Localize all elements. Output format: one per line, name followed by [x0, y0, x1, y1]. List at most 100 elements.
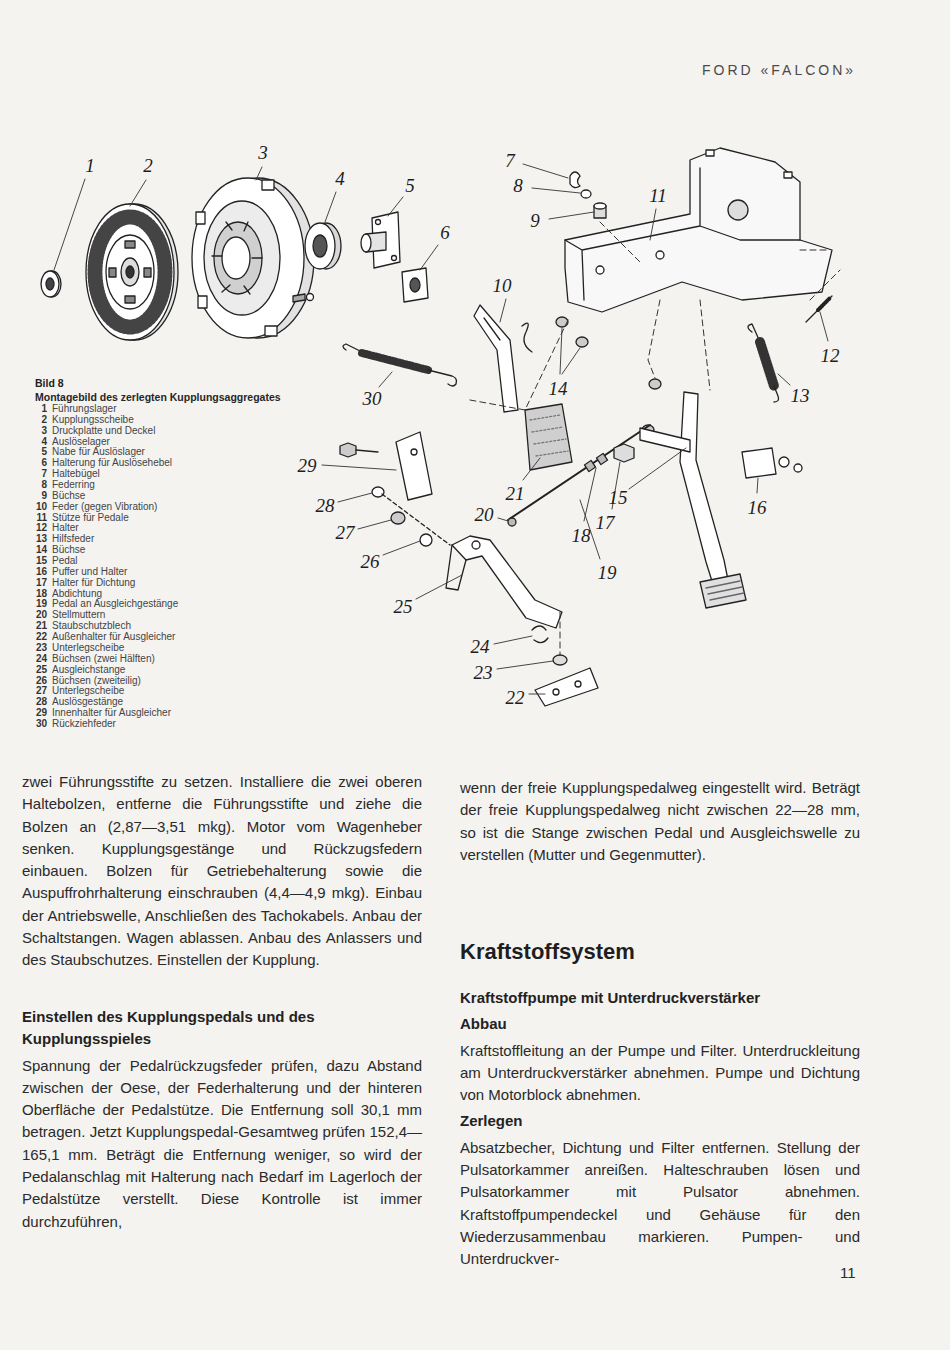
legend-text: Puffer und Halter — [52, 566, 127, 577]
callout-number: 5 — [405, 176, 415, 195]
legend-text: Nabe für Auslöslager — [52, 446, 145, 457]
legend-text: Außenhalter für Ausgleicher — [52, 631, 175, 642]
linkage-parts — [340, 432, 450, 546]
legend-text: Halterung für Auslösehebel — [52, 457, 172, 468]
legend-text: Federring — [52, 479, 95, 490]
legend-number: 1 — [33, 403, 47, 414]
legend-number: 8 — [33, 479, 47, 490]
legend-number: 9 — [33, 490, 47, 501]
legend-number: 21 — [33, 620, 47, 631]
page-number: 11 — [840, 1262, 870, 1284]
legend-text: Büchse — [52, 490, 85, 501]
figure-caption: Montagebild des zerlegten Kupplungsaggre… — [35, 391, 281, 404]
legend-text: Unterlegscheibe — [52, 685, 124, 696]
seal-holder — [614, 444, 634, 462]
callout-number: 19 — [598, 563, 617, 582]
legend-number: 7 — [33, 468, 47, 479]
body-text: Absatzbecher, Dichtung und Filter entfer… — [460, 1137, 860, 1271]
legend-text: Auslösgestänge — [52, 696, 123, 707]
callout-number: 7 — [505, 151, 515, 170]
legend-number: 2 — [33, 414, 47, 425]
return-spring — [343, 344, 457, 386]
pedal-support — [565, 148, 832, 312]
legend-text: Druckplatte und Deckel — [52, 425, 155, 436]
legend-text: Pedal an Ausgleichgestänge — [52, 598, 178, 609]
legend-number: 17 — [33, 577, 47, 588]
legend-number: 28 — [33, 696, 47, 707]
figure-number: Bild 8 — [35, 377, 155, 390]
equalizer-bar — [446, 536, 562, 628]
clutch-disc — [86, 204, 178, 340]
callout-number: 11 — [649, 186, 667, 205]
legend-text: Ausgleichstange — [52, 664, 125, 675]
legend-number: 3 — [33, 425, 47, 436]
subsection-heading: Zerlegen — [460, 1110, 860, 1132]
callout-number: 20 — [475, 505, 494, 524]
callout-number: 15 — [609, 488, 628, 507]
bearing-hub — [361, 212, 400, 268]
callout-number: 26 — [361, 552, 380, 571]
legend-text: Innenhalter für Ausgleicher — [52, 707, 171, 718]
legend-number: 22 — [33, 631, 47, 642]
callout-number: 9 — [530, 211, 540, 230]
bushings — [556, 317, 661, 435]
legend-text: Stellmuttern — [52, 609, 105, 620]
body-text: zwei Führungsstifte zu setzen. Installie… — [22, 771, 422, 972]
pressure-plate — [192, 178, 314, 338]
legend-number: 29 — [33, 707, 47, 718]
legend-text: Büchsen (zweiteilig) — [52, 675, 141, 686]
callout-number: 2 — [143, 156, 153, 175]
callout-number: 22 — [506, 688, 525, 707]
legend-number: 27 — [33, 685, 47, 696]
buffer-holder — [742, 448, 802, 478]
legend-text: Feder (gegen Vibration) — [52, 501, 157, 512]
callout-number: 23 — [474, 663, 493, 682]
body-text: wenn der freie Kupplungspedalweg eingest… — [460, 777, 860, 866]
callout-number: 14 — [549, 379, 568, 398]
legend-text: Halter — [52, 522, 79, 533]
legend-number: 14 — [33, 544, 47, 555]
callout-number: 16 — [748, 498, 767, 517]
subsection-heading: Kraftstoffpumpe mit Unterdruckverstärker — [460, 987, 860, 1009]
legend-text: Haltebügel — [52, 468, 100, 479]
legend-text: Führungslager — [52, 403, 116, 414]
callout-number: 24 — [471, 637, 490, 656]
legend-number: 30 — [33, 718, 47, 729]
callout-number: 30 — [363, 389, 382, 408]
legend-text: Pedal — [52, 555, 78, 566]
callout-number: 10 — [493, 276, 512, 295]
pilot-bearing — [41, 271, 61, 297]
legend-text: Auslöselager — [52, 436, 110, 447]
callout-number: 12 — [821, 346, 840, 365]
callout-number: 17 — [596, 513, 615, 532]
callout-number: 1 — [85, 156, 95, 175]
legend-text: Kupplungsscheibe — [52, 414, 134, 425]
callout-number: 8 — [513, 176, 523, 195]
helper-spring — [748, 324, 779, 402]
legend-text: Halter für Dichtung — [52, 577, 135, 588]
legend-text: Staubschutzblech — [52, 620, 131, 631]
callout-number: 29 — [298, 456, 317, 475]
subsection-heading: Abbau — [460, 1013, 860, 1035]
callout-number: 18 — [572, 526, 591, 545]
legend-number: 25 — [33, 664, 47, 675]
leader-lines — [54, 164, 828, 694]
legend-number: 16 — [33, 566, 47, 577]
callout-number: 3 — [258, 143, 268, 162]
release-fork — [474, 305, 532, 412]
legend-number: 10 — [33, 501, 47, 512]
legend-text: Unterlegscheibe — [52, 642, 124, 653]
legend-text: Hilfsfeder — [52, 533, 94, 544]
body-text: Kraftstoffleitung an der Pumpe und Filte… — [460, 1040, 860, 1107]
lever-bracket — [402, 268, 428, 302]
legend-number: 26 — [33, 675, 47, 686]
legend-number: 23 — [33, 642, 47, 653]
callout-number: 4 — [335, 169, 345, 188]
legend-number: 19 — [33, 598, 47, 609]
callout-number: 13 — [791, 386, 810, 405]
legend-number: 6 — [33, 457, 47, 468]
legend-text: Rückziehfeder — [52, 718, 116, 729]
legend-text: Büchse — [52, 544, 85, 555]
small-fittings — [570, 172, 606, 218]
